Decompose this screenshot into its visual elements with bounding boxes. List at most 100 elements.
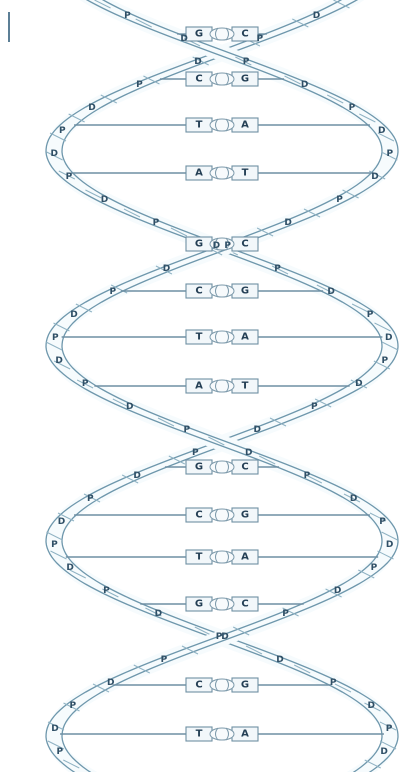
base-pair: GC — [186, 237, 258, 251]
hydrogen-bond — [210, 285, 234, 297]
phosphate-label: P — [349, 103, 356, 113]
base-left-label: G — [195, 29, 203, 40]
phosphate-label: P — [136, 80, 143, 90]
sugar-label: D — [51, 149, 58, 159]
phosphate-label: P — [153, 218, 160, 228]
hydrogen-bond — [210, 728, 234, 740]
sugar-label: D — [155, 609, 162, 619]
hydrogen-bond — [210, 73, 234, 85]
base-left-label: C — [195, 680, 202, 691]
phosphate-label: P — [336, 195, 343, 205]
base-left-label: T — [196, 120, 203, 131]
phosphate-label: P — [371, 563, 378, 573]
phosphate-label: P — [386, 724, 393, 734]
base-left-label: G — [195, 239, 203, 250]
base-left-label: T — [196, 729, 203, 740]
sugar-label: D — [371, 172, 378, 182]
phosphate-label: P — [367, 310, 374, 320]
sugar-label: D — [163, 264, 170, 274]
phosphate-label: P — [379, 517, 386, 527]
base-right-label: A — [241, 332, 249, 343]
sugar-label: D — [88, 103, 95, 113]
hydrogen-bond — [210, 28, 234, 40]
sugar-label: D — [126, 402, 133, 412]
sugar-label: D — [284, 218, 291, 228]
phosphate-label: P — [243, 57, 250, 67]
phosphate-label: P — [192, 448, 199, 458]
base-left-label: C — [195, 74, 202, 85]
sugar-label: D — [350, 494, 357, 504]
sugar-label: D — [385, 333, 392, 343]
phosphate-label: P — [282, 609, 289, 619]
base-right-label: G — [241, 286, 249, 297]
sugar-label: D — [221, 632, 228, 642]
sugar-label: D — [107, 678, 114, 688]
sugar-label: D — [386, 540, 393, 550]
sugar-label: D — [245, 448, 252, 458]
phosphate-label: P — [69, 701, 76, 711]
phosphate-label: P — [110, 287, 117, 297]
base-right-label: G — [241, 74, 249, 85]
sugar-label: D — [355, 379, 362, 389]
sugar-label: D — [368, 701, 375, 711]
base-left-label: G — [195, 599, 203, 610]
phosphate-label: P — [330, 678, 337, 688]
base-right-label: G — [241, 680, 249, 691]
base-right-label: A — [241, 552, 249, 563]
phosphate-label: P — [124, 11, 131, 21]
sugar-label: D — [334, 586, 341, 596]
phosphate-label: P — [52, 333, 59, 343]
base-right-label: C — [241, 462, 248, 473]
sugar-label: D — [378, 126, 385, 136]
base-right-label: T — [242, 168, 249, 179]
base-left-label: A — [195, 381, 203, 392]
phosphate-label: P — [274, 264, 281, 274]
phosphate-label: P — [311, 402, 318, 412]
sugar-label: D — [213, 241, 220, 251]
base-left-label: T — [196, 552, 203, 563]
base-left-label: T — [196, 332, 203, 343]
sugar-label: D — [51, 724, 58, 734]
phosphate-label: P — [59, 126, 66, 136]
sugar-label: D — [313, 11, 320, 21]
hydrogen-bond — [210, 461, 234, 473]
hydrogen-bond — [210, 551, 234, 563]
base-right-label: C — [241, 29, 248, 40]
hydrogen-bond — [210, 167, 234, 179]
phosphate-label: P — [103, 586, 110, 596]
sugar-label: D — [133, 471, 140, 481]
base-pair: GC — [177, 27, 267, 41]
base-left-label: C — [195, 510, 202, 521]
phosphate-label: P — [224, 241, 231, 251]
sugar-label: D — [58, 517, 65, 527]
base-right-label: G — [241, 510, 249, 521]
left-edge-mark — [8, 12, 10, 42]
sugar-label: D — [55, 356, 62, 366]
hydrogen-bond — [210, 679, 234, 691]
base-left-label: A — [195, 168, 203, 179]
phosphate-label: P — [82, 379, 89, 389]
phosphate-label: P — [51, 540, 58, 550]
sugar-label: D — [327, 287, 334, 297]
sugar-label: D — [301, 80, 308, 90]
phosphate-label: P — [184, 425, 191, 435]
phosphate-label: P — [161, 655, 168, 665]
phosphate-label: P — [57, 747, 64, 757]
phosphate-label: P — [304, 471, 311, 481]
sugar-label: D — [180, 34, 187, 44]
base-right-label: C — [241, 599, 248, 610]
sugar-label: D — [380, 747, 387, 757]
phosphate-label: P — [66, 172, 73, 182]
sugar-label: D — [253, 425, 260, 435]
base-right-label: A — [241, 729, 249, 740]
sugar-label: D — [101, 195, 108, 205]
hydrogen-bond — [210, 331, 234, 343]
phosphate-label: P — [382, 356, 389, 366]
phosphate-label: P — [386, 149, 393, 159]
sugar-label: D — [66, 563, 73, 573]
phosphate-label: P — [87, 494, 94, 504]
base-right-label: C — [241, 239, 248, 250]
phosphate-label: P — [257, 34, 264, 44]
base-right-label: T — [242, 381, 249, 392]
